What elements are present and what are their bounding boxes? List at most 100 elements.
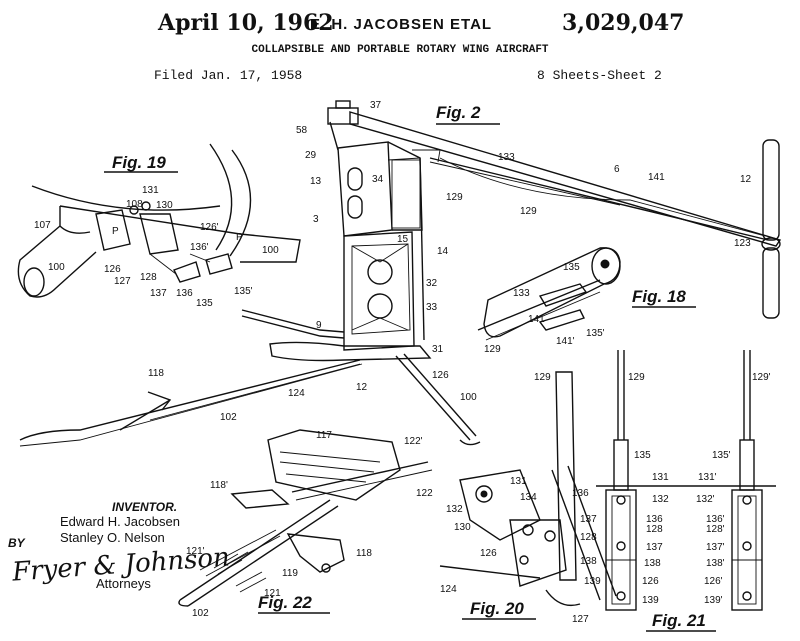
ref-136e: 136' — [706, 514, 725, 525]
ref-100c: 100 — [48, 262, 65, 273]
ref-14: 14 — [437, 246, 449, 257]
ref-131b: 131 — [510, 476, 527, 487]
ref-122a: 122' — [404, 436, 423, 447]
patent-header: April 10, 1962 E. H. JACOBSEN ETAL 3,029… — [0, 6, 800, 86]
ref-32: 32 — [426, 278, 438, 289]
ref-128a: 128 — [140, 272, 157, 283]
ref-128c: 128 — [646, 524, 663, 535]
patent-title: COLLAPSIBLE AND PORTABLE ROTARY WING AIR… — [251, 44, 549, 56]
ref-130a: 130 — [156, 200, 173, 211]
ref-130b: 130 — [454, 522, 471, 533]
fig19-label: Fig. 19 — [112, 153, 166, 172]
fig21-label: Fig. 21 — [652, 611, 706, 630]
inventor-name-2: Stanley O. Nelson — [60, 530, 165, 545]
ref-141b: 141 — [528, 314, 545, 325]
ref-31: 31 — [432, 344, 444, 355]
ref-129e: 129 — [628, 372, 645, 383]
ref-12: 12 — [356, 382, 368, 393]
patent-inventors: E. H. JACOBSEN ETAL — [310, 16, 493, 33]
ref-135a: 135 — [563, 262, 580, 273]
ref-Pa: P — [112, 226, 119, 237]
ref-129f: 129' — [752, 372, 771, 383]
fig22-drawing — [178, 429, 433, 607]
ref-102a: 102 — [220, 412, 237, 423]
attorneys-label: Attorneys — [96, 576, 151, 591]
fig21-drawing — [596, 350, 776, 611]
inventor-name-1: Edward H. Jacobsen — [60, 514, 180, 529]
ref-126a: 126 — [432, 370, 449, 381]
ref-136d: 136 — [646, 514, 663, 525]
ref-126c: 126 — [104, 264, 121, 275]
ref-100a: 100 — [460, 392, 477, 403]
ref-6: 6 — [614, 164, 620, 175]
ref-118a: 118 — [148, 368, 164, 379]
ref-118b: 118' — [210, 480, 228, 491]
ref-122b: 122 — [416, 488, 433, 499]
ref-137c: 137 — [646, 542, 663, 553]
ref-134: 134 — [520, 492, 537, 503]
ref-128d: 128' — [706, 524, 725, 535]
ref-138c: 138' — [706, 558, 725, 569]
ref-37: 37 — [370, 100, 382, 111]
ref-132c: 132' — [696, 494, 715, 505]
patent-number: 3,029,047 — [562, 10, 685, 36]
ref-129d: 129 — [534, 372, 551, 383]
inventor-label: INVENTOR. — [112, 500, 178, 514]
ref-138b: 138 — [644, 558, 661, 569]
fig22-label: Fig. 22 — [258, 593, 312, 612]
ref-139b: 139 — [642, 595, 659, 606]
ref-121a: 121' — [186, 546, 205, 557]
ref-13: 13 — [310, 176, 322, 187]
fig2-label: Fig. 2 — [436, 103, 481, 122]
ref-132a: 132 — [446, 504, 463, 515]
ref-118c: 118 — [356, 548, 372, 559]
ref-108: 108 — [126, 199, 143, 210]
ref-3: 3 — [313, 214, 319, 225]
ref-131d: 131' — [698, 472, 717, 483]
ref-136b: 136' — [190, 242, 209, 253]
ref-139c: 139' — [704, 595, 723, 606]
ref-9: 9 — [316, 320, 322, 331]
fig2-drawing — [19, 100, 782, 447]
fig18-label: Fig. 18 — [632, 287, 686, 306]
ref-138a: 138 — [580, 556, 597, 567]
ref-135c: 135 — [196, 298, 213, 309]
by-label: BY — [8, 536, 25, 550]
fig19-drawing — [17, 143, 301, 298]
filed-date: Filed Jan. 17, 1958 — [154, 68, 303, 83]
ref-139a: 139 — [584, 576, 601, 587]
ref-126b: 126' — [200, 222, 219, 233]
ref-107: 107 — [34, 220, 51, 231]
ref-133a: 133 — [498, 152, 515, 163]
ref-123: 123 — [734, 238, 751, 249]
ref-58: 58 — [296, 125, 308, 136]
ref-34: 34 — [372, 174, 384, 185]
ref-29: 29 — [305, 150, 317, 161]
ref-126d: 126 — [480, 548, 497, 559]
ref-127a: 127 — [114, 276, 131, 287]
ref-129a: 129 — [446, 192, 463, 203]
ref-136a: 136 — [176, 288, 193, 299]
ref-12-tail: 12 — [740, 174, 752, 185]
ref-129b: 129 — [520, 206, 537, 217]
ref-127b: 127 — [572, 614, 589, 625]
fig18-drawing — [477, 247, 621, 341]
ref-136c: 136 — [572, 488, 589, 499]
ref-129c: 129 — [484, 344, 501, 355]
ref-135f: 135' — [712, 450, 731, 461]
ref-Pb: P — [236, 232, 243, 243]
ref-124a: 124 — [288, 388, 305, 399]
sheet-count: 8 Sheets-Sheet 2 — [537, 68, 662, 83]
ref-133b: 133 — [513, 288, 530, 299]
ref-137a: 137 — [150, 288, 167, 299]
ref-128b: 128 — [580, 532, 597, 543]
ref-141c: 141' — [556, 336, 575, 347]
ref-137b: 137 — [580, 514, 597, 525]
ref-131c: 131 — [652, 472, 669, 483]
ref-102b: 102 — [192, 608, 209, 619]
ref-141a: 141 — [648, 172, 665, 183]
fig20-drawing — [439, 371, 617, 607]
ref-33: 33 — [426, 302, 438, 313]
ref-131a: 131 — [142, 185, 159, 196]
